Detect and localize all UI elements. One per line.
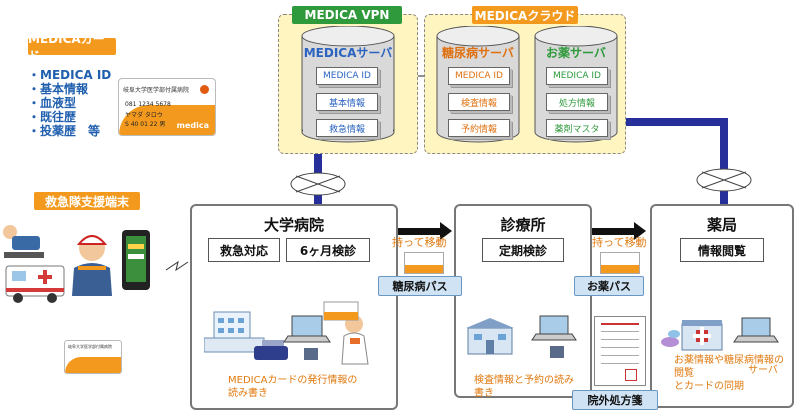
medicine-server-item: 薬剤マスタ	[546, 119, 608, 137]
hospital-title: 大学病院	[263, 216, 324, 234]
medica-server-title: MEDICAサーバ	[303, 46, 393, 60]
laptop-icon	[283, 315, 331, 343]
card-info-item: ・既往歴	[28, 110, 77, 124]
prescription-document-icon	[594, 316, 646, 386]
clinic-title: 診療所	[500, 216, 546, 234]
small-device-icon	[304, 348, 318, 360]
hospital-scene-illustration	[204, 301, 369, 365]
move-label-2: 持って移動	[592, 236, 647, 249]
card-info-item: ・基本情報	[28, 82, 89, 96]
ambulance-icon	[5, 265, 65, 303]
medica-card-icon	[323, 301, 359, 321]
medica-card-badge: MEDICAカード	[28, 32, 116, 63]
card-logo: medica	[176, 121, 209, 130]
card-reader-icon	[254, 340, 288, 360]
pharmacy-scene-illustration	[661, 317, 779, 351]
medicine-server-title: お薬サーバ	[546, 46, 606, 60]
diabetes-server-item: 予約情報	[448, 119, 510, 137]
card-chip-icon	[200, 85, 209, 94]
pharmacy-panel: 薬局 情報閲覧 お薬情報や糖尿病情報の閲覧 とカードの同期 サーバ	[650, 204, 794, 408]
hospital-task-checkup: 6ヶ月検診	[286, 238, 370, 262]
paramedic-icon	[72, 235, 112, 296]
pharmacy-task-view: 情報閲覧	[680, 238, 764, 262]
vpn-title: MEDICA VPN	[292, 6, 402, 24]
move-label-1: 持って移動	[392, 236, 447, 249]
clinic-task-checkup: 定期検診	[482, 238, 564, 262]
diabetes-server-item: MEDICA ID	[448, 67, 510, 85]
clinic-panel: 診療所 定期検診 検査情報と予約の読み書き	[454, 204, 592, 399]
card-small-hospital: 岐阜大学医学部付属病院	[68, 344, 112, 349]
card-small-band	[65, 357, 121, 373]
diabetes-pass-tag: 糖尿病パス	[378, 276, 462, 296]
card-info-item: ・MEDICA ID	[28, 68, 112, 82]
medica-server-item: 基本情報	[316, 93, 378, 111]
medicine-pass-tag: お薬パス	[574, 276, 644, 296]
card-line1: 081 1234 5678	[125, 101, 171, 108]
hospital-building-icon	[204, 311, 265, 353]
ambulance-scene-illustration	[3, 225, 150, 303]
moving-card-2	[600, 252, 640, 274]
doctor-icon	[341, 315, 369, 365]
card-info-item: ・投薬歴 等	[28, 124, 101, 138]
hospital-panel: 大学病院 救急対応 6ヶ月検診 MEDICAカードの発行情報の読み書き	[190, 204, 398, 410]
hospital-caption: MEDICAカードの発行情報の読み書き	[228, 375, 358, 399]
pharmacy-caption: お薬情報や糖尿病情報の閲覧	[674, 355, 784, 379]
medica-server-item: MEDICA ID	[316, 67, 378, 85]
medicine-server-item: 処方情報	[546, 93, 608, 111]
card-info-list: ・MEDICA ID ・基本情報 ・血液型 ・既往歴 ・投薬歴 等	[28, 68, 111, 138]
card-orange-band	[119, 105, 215, 135]
pharmacy-caption-sync: とカードの同期	[674, 381, 744, 392]
prescription-tag: 院外処方箋	[572, 390, 658, 410]
medica-server-item: 救急情報	[316, 119, 378, 137]
medicine-server-item: MEDICA ID	[546, 67, 608, 85]
clinic-caption: 検査情報と予約の読み書き	[474, 375, 574, 399]
diabetes-server-title: 糖尿病サーバ	[442, 46, 514, 60]
small-device-icon	[550, 346, 564, 358]
card-hospital-name: 岐阜大学医学部付属病院	[123, 87, 190, 94]
card-line2: ヤマダ タロウ	[125, 112, 163, 119]
moving-card-1	[404, 252, 444, 274]
pharmacy-server-label: サーバ	[748, 365, 778, 376]
cloud-title: MEDICAクラウド	[472, 6, 578, 24]
diabetes-server-item: 検査情報	[448, 93, 510, 111]
clinic-scene-illustration	[466, 315, 577, 358]
card-line3: S 40 01 22 男	[125, 121, 166, 128]
hospital-task-emergency: 救急対応	[208, 238, 280, 262]
pharmacy-title: 薬局	[706, 216, 737, 234]
smartphone-icon	[122, 230, 150, 290]
medica-card-image: 岐阜大学医学部付属病院 081 1234 5678 ヤマダ タロウ S 40 0…	[118, 78, 216, 136]
stretcher-icon	[3, 225, 44, 258]
medica-card-small-image: 岐阜大学医学部付属病院	[64, 340, 122, 374]
ambulance-terminal-badge: 救急隊支援端末	[34, 192, 140, 210]
card-info-item: ・血液型	[28, 96, 77, 110]
clinic-building-icon	[466, 318, 514, 355]
pill-icon	[661, 330, 680, 347]
laptop-icon	[531, 315, 577, 341]
laptop-icon	[733, 317, 779, 343]
pharmacy-building-icon	[681, 320, 723, 351]
